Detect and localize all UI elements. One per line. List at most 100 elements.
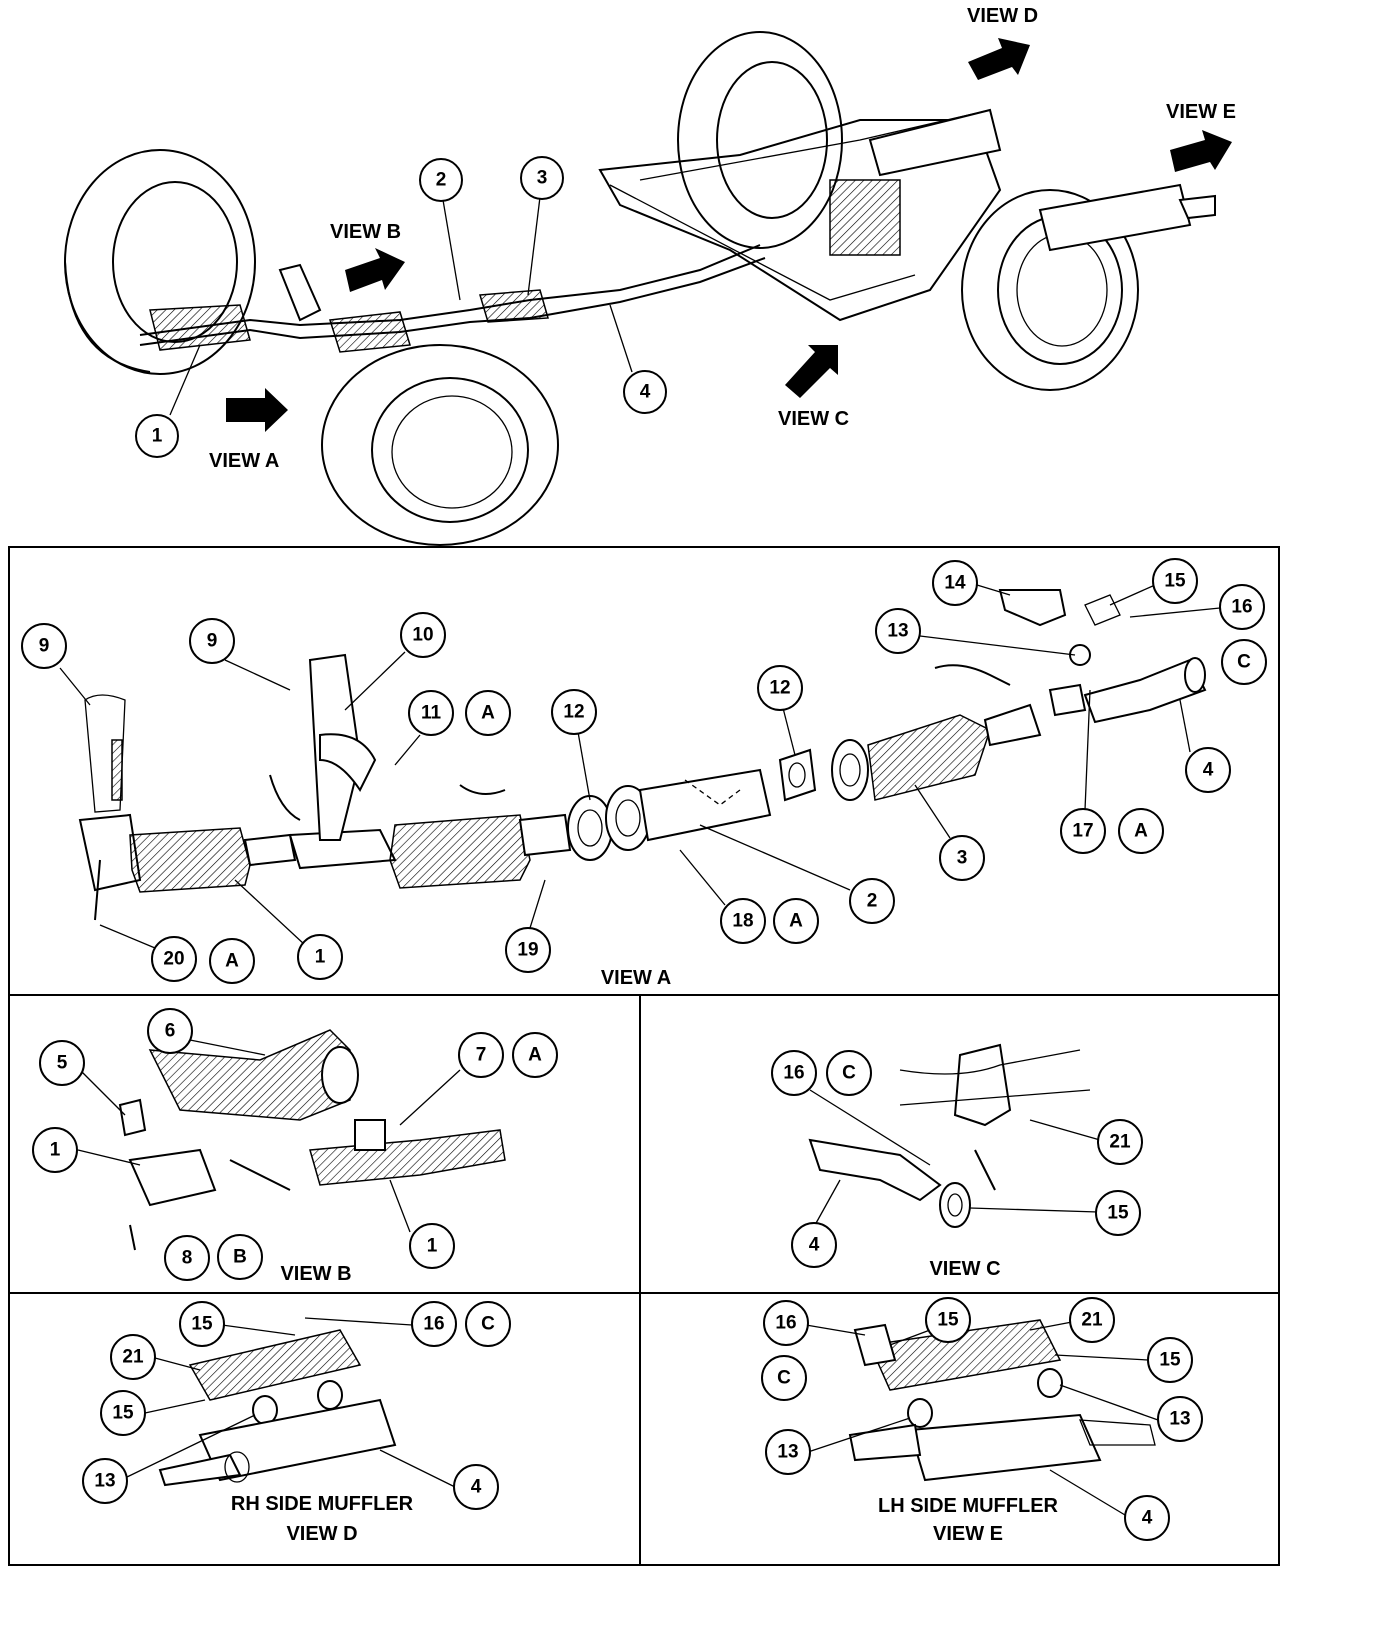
view-b-drawing [118, 1029, 506, 1251]
view-a-callout-2: 2 [849, 878, 895, 924]
view-a-callout-12-left: 12 [551, 689, 597, 735]
svg-text:2: 2 [867, 891, 878, 912]
svg-text:16: 16 [775, 1313, 796, 1334]
view-a-callout-11: 11 [408, 690, 454, 736]
svg-text:13: 13 [94, 1471, 115, 1492]
view-b-letter-b: B [217, 1234, 263, 1280]
view-c-callout-21: 21 [1097, 1119, 1143, 1165]
view-d-callout-15-left: 15 [100, 1390, 146, 1436]
svg-text:A: A [789, 911, 803, 932]
svg-text:15: 15 [191, 1314, 213, 1335]
view-arrows [226, 38, 1232, 432]
view-d-drawing [158, 1329, 397, 1487]
view-b-callout-8: 8 [164, 1235, 210, 1281]
overview-leaders [169, 196, 633, 416]
view-a-callout-3: 3 [939, 835, 985, 881]
view-b-letter-a: A [512, 1032, 558, 1078]
svg-text:1: 1 [50, 1140, 61, 1161]
exhaust-pipe-line [139, 244, 766, 353]
overview-callout-4: 4 [623, 370, 667, 414]
svg-text:4: 4 [640, 382, 651, 403]
view-e-leaders [805, 1321, 1159, 1516]
svg-text:15: 15 [937, 1310, 959, 1331]
view-d-arrow [968, 38, 1030, 80]
svg-text:14: 14 [944, 573, 966, 594]
svg-text:A: A [225, 951, 239, 972]
view-e-callouts: 16 15 21 C 15 13 13 4 [761, 1297, 1203, 1541]
svg-text:4: 4 [471, 1477, 482, 1498]
view-e-callout-13-left: 13 [765, 1429, 811, 1475]
view-b-callout-1-right: 1 [409, 1223, 455, 1269]
svg-text:6: 6 [165, 1021, 176, 1042]
view-b-callout-1-left: 1 [32, 1127, 78, 1173]
view-c-callout-16: 16 [771, 1050, 817, 1096]
overview-callout-3: 3 [520, 156, 564, 200]
svg-text:16: 16 [423, 1314, 444, 1335]
view-e-arrow [1170, 130, 1232, 172]
svg-text:A: A [528, 1045, 542, 1066]
svg-text:15: 15 [1107, 1203, 1129, 1224]
view-a-letter-a-11: A [465, 690, 511, 736]
view-d-callout-16: 16 [411, 1301, 457, 1347]
view-a-callout-14: 14 [932, 560, 978, 606]
view-a-leaders [59, 584, 1221, 949]
front-right-tire [321, 344, 559, 546]
svg-text:11: 11 [421, 703, 442, 724]
view-d-letter-c: C [465, 1301, 511, 1347]
view-d-callouts: 15 16 C 21 15 13 4 [82, 1301, 511, 1510]
view-c-callout-4: 4 [791, 1222, 837, 1268]
overview-view-a-label: VIEW A [209, 450, 279, 472]
svg-text:15: 15 [1164, 571, 1186, 592]
rear-frame [598, 109, 1002, 322]
view-a-arrow [226, 388, 288, 432]
svg-text:C: C [842, 1063, 856, 1084]
view-a-panel: 9 9 10 11 A 12 12 14 15 16 13 C 4 17 A 3… [21, 558, 1267, 989]
svg-text:9: 9 [207, 631, 218, 652]
view-a-callout-13: 13 [875, 608, 921, 654]
view-a-callout-9-left: 9 [21, 623, 67, 669]
view-c-letter-c: C [826, 1050, 872, 1096]
view-e-callout-15-top: 15 [925, 1297, 971, 1343]
svg-text:A: A [481, 703, 495, 724]
svg-text:13: 13 [1169, 1409, 1190, 1430]
view-a-letter-a-18: A [773, 898, 819, 944]
svg-text:B: B [233, 1247, 247, 1268]
svg-text:15: 15 [112, 1403, 134, 1424]
view-d-callout-4: 4 [453, 1464, 499, 1510]
svg-text:2: 2 [436, 170, 447, 191]
overview-callout-1: 1 [135, 414, 179, 458]
view-e-callout-13-right: 13 [1157, 1396, 1203, 1442]
view-d-caption-title: RH SIDE MUFFLER [231, 1493, 414, 1515]
overview-view-b-label: VIEW B [330, 221, 401, 243]
svg-text:4: 4 [809, 1235, 820, 1256]
svg-text:8: 8 [182, 1248, 193, 1269]
view-a-letter-a-20: A [209, 938, 255, 984]
view-a-callout-12-right: 12 [757, 665, 803, 711]
view-e-caption-view: VIEW E [933, 1523, 1003, 1545]
view-e-drawing [848, 1319, 1156, 1482]
view-c-callouts: 16 C 21 15 4 [771, 1050, 1143, 1268]
svg-text:12: 12 [769, 678, 790, 699]
view-a-callout-17: 17 [1060, 808, 1106, 854]
view-a-callout-9-center: 9 [189, 618, 235, 664]
view-b-caption: VIEW B [280, 1263, 351, 1285]
svg-text:13: 13 [887, 621, 908, 642]
view-b-callout-7: 7 [458, 1032, 504, 1078]
view-b-callout-6: 6 [147, 1008, 193, 1054]
overview-view-d-label: VIEW D [967, 5, 1038, 27]
view-a-callout-20: 20 [151, 936, 197, 982]
svg-text:21: 21 [1081, 1310, 1103, 1331]
view-a-callout-16: 16 [1219, 584, 1265, 630]
view-e-callout-15-right: 15 [1147, 1337, 1193, 1383]
svg-text:12: 12 [563, 702, 584, 723]
view-a-callouts: 9 9 10 11 A 12 12 14 15 16 13 C 4 17 A 3… [21, 558, 1267, 984]
svg-text:A: A [1134, 821, 1148, 842]
view-c-caption: VIEW C [929, 1258, 1000, 1280]
view-e-callout-16: 16 [763, 1300, 809, 1346]
svg-text:C: C [1237, 652, 1251, 673]
overview-illustration: VIEW A VIEW B VIEW C VIEW D VIEW E 1 2 3… [64, 5, 1236, 546]
view-a-callout-19: 19 [505, 927, 551, 973]
view-d-caption-view: VIEW D [286, 1523, 357, 1545]
view-a-letter-c: C [1221, 639, 1267, 685]
